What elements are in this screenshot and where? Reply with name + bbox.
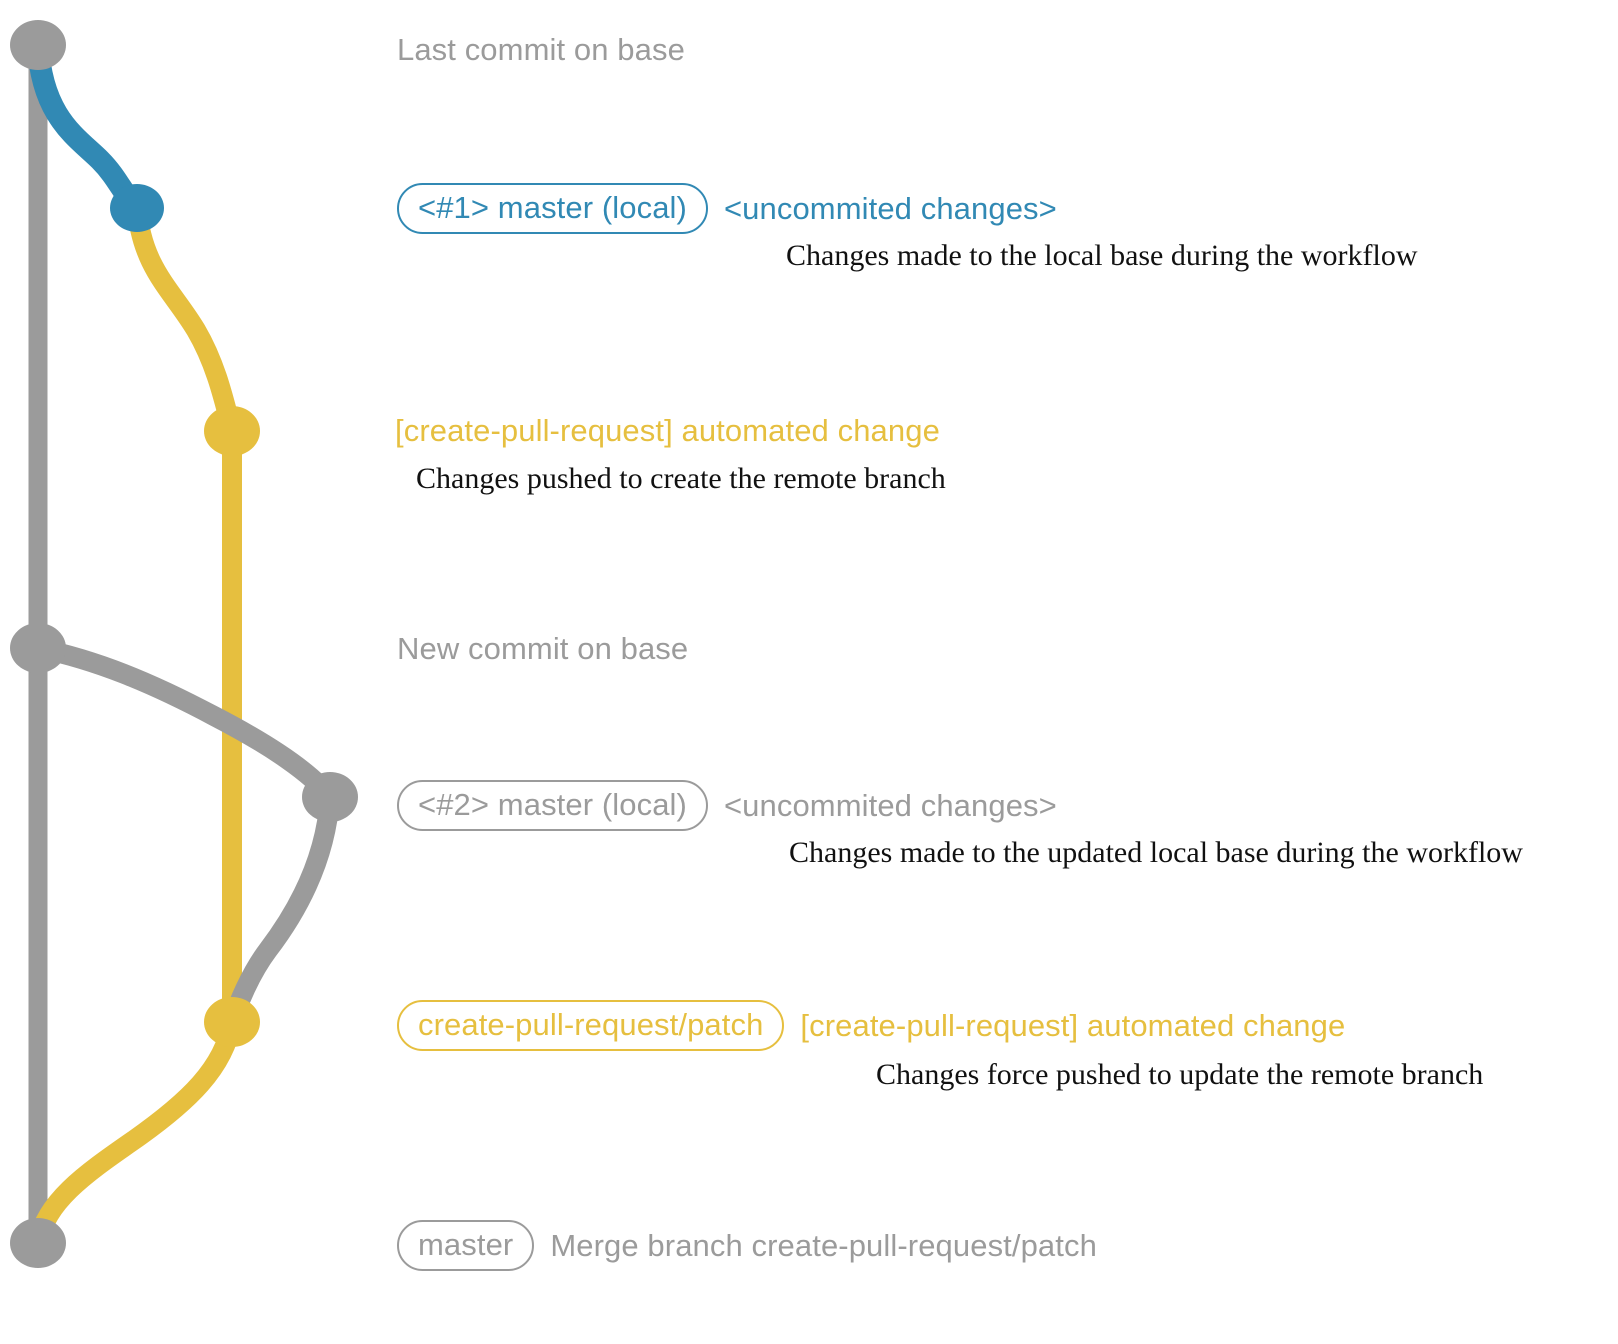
- edge-local2-to-patch2: [222, 787, 340, 1032]
- commit-message-master-local-2: <uncommited changes>: [723, 787, 1057, 823]
- commit-description-automated-change-1: Changes pushed to create the remote bran…: [416, 462, 946, 495]
- edge-newbase-to-local2: [28, 638, 340, 807]
- commit-label-new-commit-on-base: New commit on base: [397, 631, 689, 666]
- branch-pill-master[interactable]: master: [397, 1220, 535, 1271]
- edge-patch2-to-master: [28, 1012, 242, 1253]
- commit-message-master-local-1: <uncommited changes>: [723, 190, 1057, 226]
- edge-base-to-local: [27, 34, 148, 219]
- commit-row-master-merge: master Merge branch create-pull-request/…: [397, 1220, 1097, 1271]
- commit-graph: [10, 20, 358, 1268]
- commit-row-master-local-2: <#2> master (local) <uncommited changes>: [397, 780, 1057, 831]
- commit-label-last-commit-on-base: Last commit on base: [397, 32, 685, 67]
- commit-description-create-pull-request-patch: Changes force pushed to update the remot…: [876, 1058, 1484, 1091]
- commit-node-automated-change-1[interactable]: [204, 406, 260, 456]
- commit-node-master-merge[interactable]: [10, 1218, 66, 1268]
- commit-node-new-commit-on-base[interactable]: [10, 623, 66, 673]
- commit-node-create-pull-request-patch[interactable]: [204, 997, 260, 1047]
- commit-message-create-pull-request-patch: [create-pull-request] automated change: [800, 1007, 1346, 1043]
- commit-message-automated-change-1: [create-pull-request] automated change: [395, 413, 940, 448]
- commit-row-master-local-1: <#1> master (local) <uncommited changes>: [397, 183, 1057, 234]
- edge-local-to-patch: [127, 198, 242, 441]
- branch-pill-create-pull-request-patch[interactable]: create-pull-request/patch: [397, 1000, 785, 1051]
- commit-node-master-local-2[interactable]: [302, 772, 358, 822]
- branch-pill-master-local-1[interactable]: <#1> master (local): [397, 183, 708, 234]
- commit-description-master-local-2: Changes made to the updated local base d…: [789, 836, 1523, 869]
- commit-node-master-local-1[interactable]: [110, 184, 164, 232]
- commit-message-master-merge: Merge branch create-pull-request/patch: [550, 1227, 1097, 1263]
- commit-description-master-local-1: Changes made to the local base during th…: [786, 239, 1418, 272]
- commit-row-create-pull-request-patch: create-pull-request/patch [create-pull-r…: [397, 1000, 1345, 1051]
- branch-pill-master-local-2[interactable]: <#2> master (local): [397, 780, 708, 831]
- commit-node-last-commit-on-base[interactable]: [10, 20, 66, 70]
